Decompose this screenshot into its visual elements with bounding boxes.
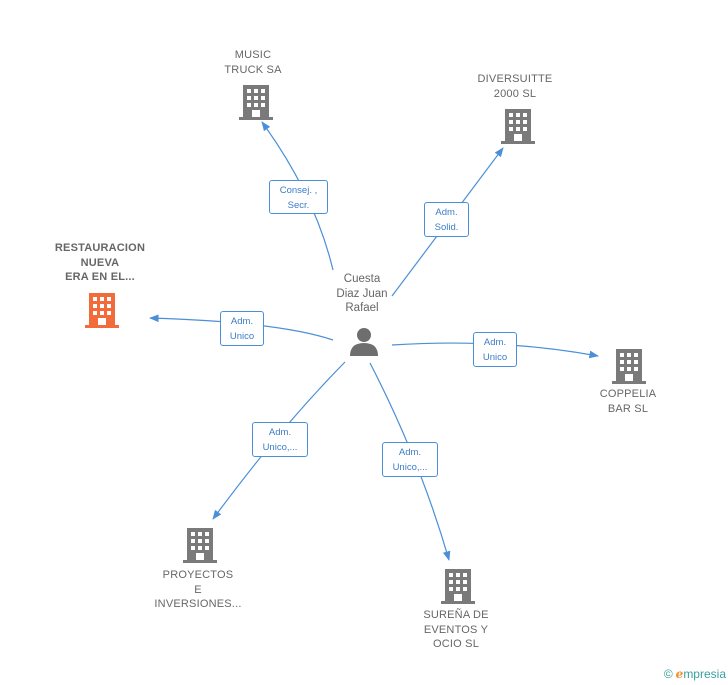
building-icon[interactable] [183,527,217,563]
role-badge-coppelia[interactable]: Adm. Unico [473,332,517,367]
building-icon[interactable] [239,84,273,120]
building-highlight-icon[interactable] [85,292,119,328]
copyright-symbol: © [663,667,673,681]
building-icon[interactable] [501,108,535,144]
company-label-surena[interactable]: SUREÑA DE EVENTOS Y OCIO SL [423,609,489,650]
person-icon[interactable] [349,326,379,356]
building-icon[interactable] [612,348,646,384]
role-badge-restauracion[interactable]: Adm. Unico [220,311,264,346]
company-label-diversuitte[interactable]: DIVERSUITTE 2000 SL [477,73,553,100]
brand-initial: e [675,667,684,681]
company-label-coppelia[interactable]: COPPELIA BAR SL [599,388,657,415]
building-icon[interactable] [441,568,475,604]
company-label-restauracion[interactable]: RESTAURACION NUEVA ERA EN EL... [54,242,146,283]
role-badge-diversuitte[interactable]: Adm. Solid. [424,202,469,237]
brand-footer: ©empresia [664,667,726,681]
person-name[interactable]: Cuesta Diaz Juan Rafael [336,273,388,314]
role-badge-surena[interactable]: Adm. Unico,... [382,442,438,477]
company-label-music[interactable]: MUSIC TRUCK SA [224,49,282,76]
company-label-proyectos[interactable]: PROYECTOS E INVERSIONES... [154,569,242,610]
role-badge-proyectos[interactable]: Adm. Unico,... [252,422,308,457]
brand-name: mpresia [683,667,726,681]
role-badge-music[interactable]: Consej. , Secr. [269,180,328,214]
